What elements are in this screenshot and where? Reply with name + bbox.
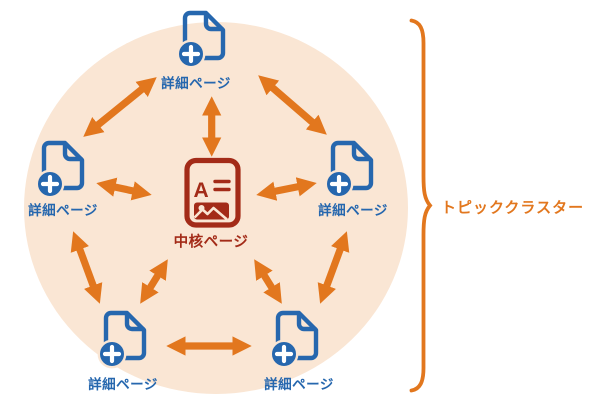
detail-page-label-top: 詳細ページ bbox=[161, 76, 231, 91]
link-arrow-core-bottomright bbox=[254, 259, 282, 304]
link-arrow-right-bottomright bbox=[317, 231, 350, 304]
link-arrow-top-right bbox=[258, 75, 327, 135]
topic-cluster-label: トピッククラスター bbox=[441, 199, 585, 217]
detail-page-label-right: 詳細ページ bbox=[318, 203, 388, 218]
detail-page-label-bottom-right: 詳細ページ bbox=[264, 377, 334, 392]
core-page-label: 中核ページ bbox=[173, 234, 249, 251]
link-arrows bbox=[70, 75, 350, 356]
article-page-icon: A bbox=[184, 157, 241, 228]
cluster-brace bbox=[409, 18, 433, 393]
link-arrow-core-right bbox=[256, 177, 317, 201]
image-placeholder-glyph bbox=[193, 202, 229, 221]
detail-page-label-bottom-left: 詳細ページ bbox=[88, 377, 158, 392]
link-arrow-core-left bbox=[96, 177, 152, 201]
link-arrow-core-bottomleft bbox=[140, 259, 168, 304]
link-arrow-top-left bbox=[83, 77, 157, 137]
link-arrow-left-bottomleft bbox=[70, 231, 103, 304]
text-lines-glyph bbox=[213, 179, 231, 192]
article-letter-glyph: A bbox=[194, 179, 209, 202]
detail-page-label-left: 詳細ページ bbox=[28, 203, 98, 218]
